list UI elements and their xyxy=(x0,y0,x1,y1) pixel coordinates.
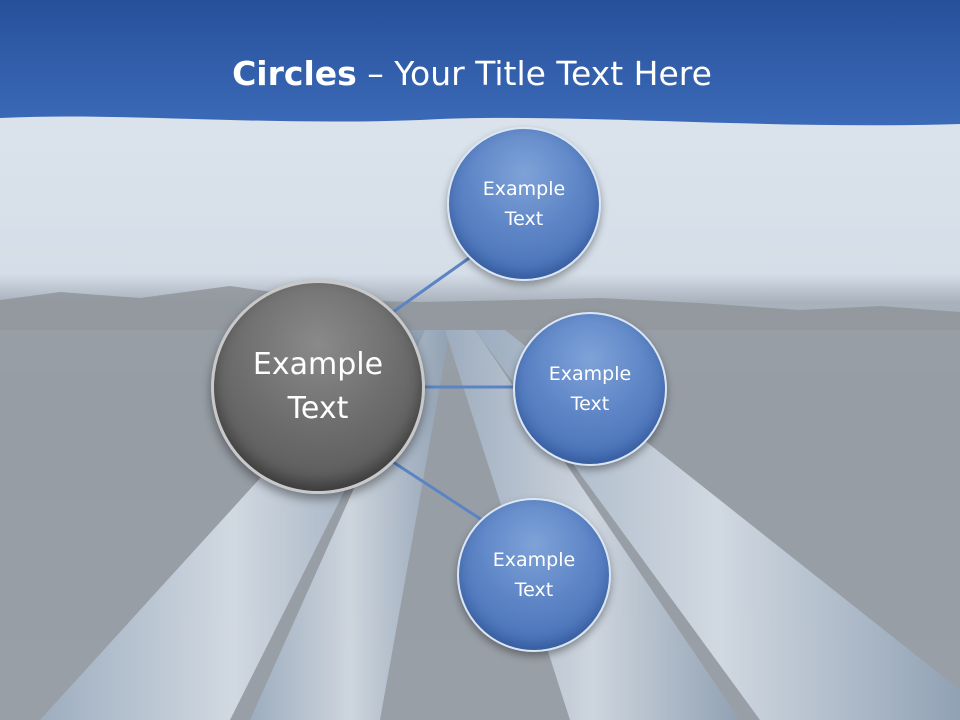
satellite-circle-line1: Example xyxy=(548,363,632,385)
satellite-circle-line2: Text xyxy=(514,579,554,601)
center-circle-line1: Example xyxy=(252,347,384,382)
satellite-circle-bottom: Example Text xyxy=(457,498,611,652)
satellite-circle-line1: Example xyxy=(482,178,566,200)
center-circle: Example Text xyxy=(211,280,425,494)
satellite-circle-middle: Example Text xyxy=(513,312,667,466)
title-bold-part: Circles xyxy=(232,54,357,93)
satellite-circle-line1: Example xyxy=(492,549,576,571)
satellite-circle-line2: Text xyxy=(504,208,544,230)
center-circle-line2: Text xyxy=(287,391,349,426)
satellite-circle-top: Example Text xyxy=(447,127,601,281)
connector-bottom xyxy=(392,460,483,522)
connector-top xyxy=(392,254,473,314)
slide-title: Circles – Your Title Text Here xyxy=(0,52,944,96)
satellite-circle-line2: Text xyxy=(570,393,610,415)
title-rest-part: – Your Title Text Here xyxy=(356,54,712,93)
